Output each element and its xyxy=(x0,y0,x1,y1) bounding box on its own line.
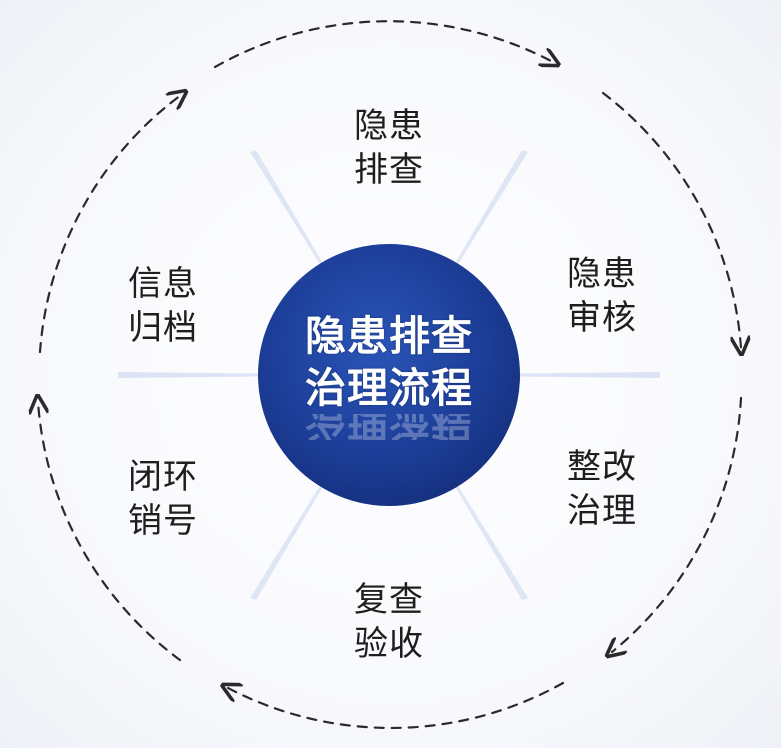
step-label-line-2: 治理 xyxy=(567,491,637,531)
arrow-top xyxy=(213,20,553,69)
step-information-archiving: 信息 归档 xyxy=(103,262,223,350)
center-title-line-1: 隐患排查 xyxy=(305,312,473,360)
step-closure: 闭环 销号 xyxy=(103,455,223,543)
center-title: 隐患排查 治理流程 治理流程 xyxy=(258,244,520,506)
step-reinspection-acceptance: 复查 验收 xyxy=(329,578,449,666)
step-label-line-1: 隐患 xyxy=(567,254,637,294)
center-circle xyxy=(258,244,520,506)
step-label-line-2: 排查 xyxy=(354,150,424,190)
ray-right xyxy=(389,372,660,378)
step-label-line-1: 隐患 xyxy=(354,106,424,146)
arrow-right-lower xyxy=(612,396,743,652)
step-label-line-2: 审核 xyxy=(567,298,637,338)
step-label-line-2: 归档 xyxy=(128,308,198,348)
arrow-right-upper xyxy=(601,91,741,348)
step-hazard-review: 隐患 审核 xyxy=(542,252,662,340)
step-hazard-inspection: 隐患 排查 xyxy=(329,104,449,192)
arrow-left-upper xyxy=(38,95,181,354)
step-label-line-1: 整改 xyxy=(567,447,637,487)
arrow-bottom xyxy=(228,681,565,730)
center-title-line-2: 治理流程 xyxy=(305,364,473,412)
step-label-line-2: 销号 xyxy=(128,501,198,541)
ray-left xyxy=(118,372,389,378)
step-rectification: 整改 治理 xyxy=(542,445,662,533)
cycle-arrows xyxy=(38,20,743,730)
step-label-line-1: 闭环 xyxy=(128,457,198,497)
step-label-line-1: 复查 xyxy=(354,580,424,620)
center-title-reflection: 治理流程 xyxy=(305,414,473,440)
step-label-line-1: 信息 xyxy=(128,264,198,304)
arrow-left-lower xyxy=(38,402,182,662)
step-label-line-2: 验收 xyxy=(354,624,424,664)
